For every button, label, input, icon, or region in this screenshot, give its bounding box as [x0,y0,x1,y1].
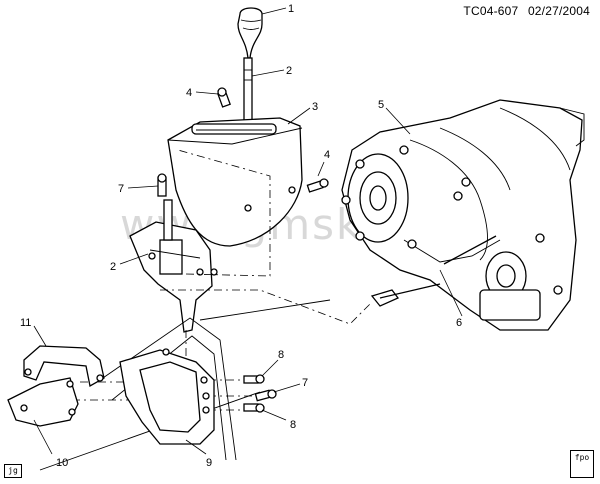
callout-11: 11 [20,317,31,329]
callout-2-rod: 2 [286,65,292,77]
leader-lines [33,7,463,455]
callout-8-lower: 8 [290,419,296,431]
callout-4-right: 4 [324,149,330,161]
callout-1: 1 [288,3,294,15]
callout-7-lower: 7 [302,377,308,389]
callout-3: 3 [312,101,318,113]
corner-tag-left: jg [4,464,22,478]
shift-knob [237,7,263,59]
callout-labels: 1 2 4 3 4 5 7 2 6 11 10 9 8 7 8 [20,3,462,469]
figure-id: TC04-607 [463,4,519,18]
loop-bracket [23,345,105,388]
shift-boot-console [167,117,303,247]
retainer-bracket [7,377,79,427]
shifter-bracket [129,173,218,333]
bolts-plate [243,374,277,413]
callout-8-upper: 8 [278,349,284,361]
bolt-upper [217,87,231,108]
corner-tag-right: fpo [570,450,594,478]
shift-link-rod [370,235,497,307]
callout-2-bracket: 2 [110,261,116,273]
figure-date: 02/27/2004 [527,4,590,18]
bolt-right [306,178,329,193]
callout-4-upper: 4 [186,87,192,99]
callout-5: 5 [378,99,384,111]
figure-header: TC04-607 02/27/2004 [457,4,590,18]
callout-7-upper: 7 [118,183,124,195]
callout-6: 6 [456,317,462,329]
callout-10: 10 [56,457,68,469]
floor-seal-plate [119,348,215,445]
transfer-case [341,99,585,331]
shift-lever-rod [243,57,253,123]
callout-9: 9 [206,457,212,469]
